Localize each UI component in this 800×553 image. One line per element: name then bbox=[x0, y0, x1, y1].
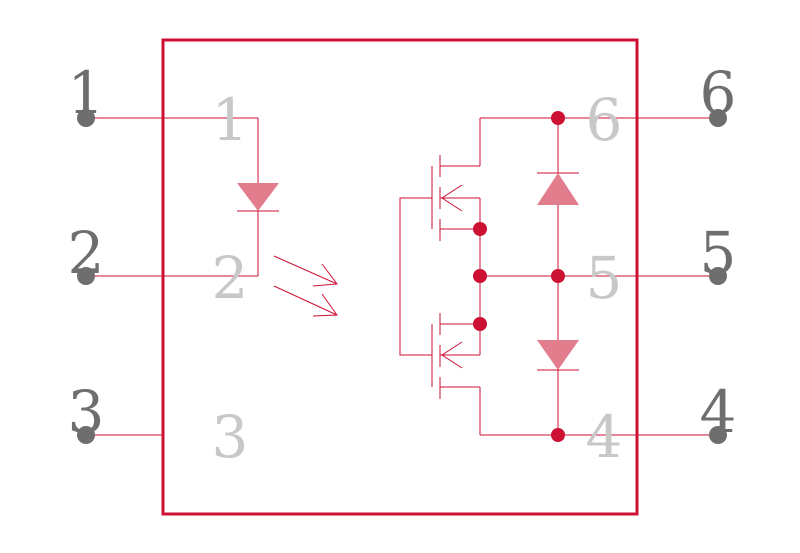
inner-pin-label-4: 4 bbox=[586, 403, 623, 471]
junction-dot bbox=[473, 317, 487, 331]
inner-pin-label-5: 5 bbox=[586, 244, 623, 312]
outer-pin-label-5: 5 bbox=[700, 219, 737, 287]
outer-pin-label-3: 3 bbox=[68, 378, 105, 446]
body-diode-upper-icon bbox=[537, 172, 579, 205]
junction-dot bbox=[473, 222, 487, 236]
junction-dots bbox=[473, 111, 565, 442]
pin-1-terminal bbox=[77, 109, 95, 127]
inner-pin-label-1: 1 bbox=[212, 86, 249, 154]
junction-dot bbox=[551, 269, 565, 283]
outer-pin-labels: 1 2 3 4 5 6 bbox=[68, 59, 737, 446]
junction-dot bbox=[551, 428, 565, 442]
mosfet-lower-icon bbox=[431, 313, 481, 399]
left-pin-wires bbox=[86, 117, 258, 436]
inner-pin-label-3: 3 bbox=[212, 403, 249, 471]
led-diode-icon bbox=[237, 118, 279, 276]
inner-pin-labels: 1 2 3 4 5 6 bbox=[212, 86, 623, 471]
package-outline bbox=[161, 38, 639, 516]
junction-dot bbox=[473, 269, 487, 283]
pin-2-terminal bbox=[77, 267, 95, 285]
mosfet-upper-icon bbox=[431, 155, 481, 241]
pin-5-terminal bbox=[709, 267, 727, 285]
outer-pin-label-2: 2 bbox=[68, 219, 105, 287]
pin-6-terminal bbox=[709, 109, 727, 127]
outer-pin-label-1: 1 bbox=[68, 59, 105, 127]
body-diode-lower-icon bbox=[537, 340, 579, 371]
pin-4-terminal bbox=[709, 426, 727, 444]
right-pin-wires bbox=[480, 117, 718, 436]
junction-dot bbox=[551, 111, 565, 125]
pin-terminal-dots bbox=[77, 109, 727, 444]
outer-pin-label-4: 4 bbox=[700, 378, 737, 446]
inner-pin-label-6: 6 bbox=[586, 86, 623, 154]
pin-3-terminal bbox=[77, 426, 95, 444]
light-emission-arrows-icon bbox=[273, 255, 338, 317]
outer-pin-label-6: 6 bbox=[700, 59, 737, 127]
inner-pin-label-2: 2 bbox=[212, 244, 249, 312]
